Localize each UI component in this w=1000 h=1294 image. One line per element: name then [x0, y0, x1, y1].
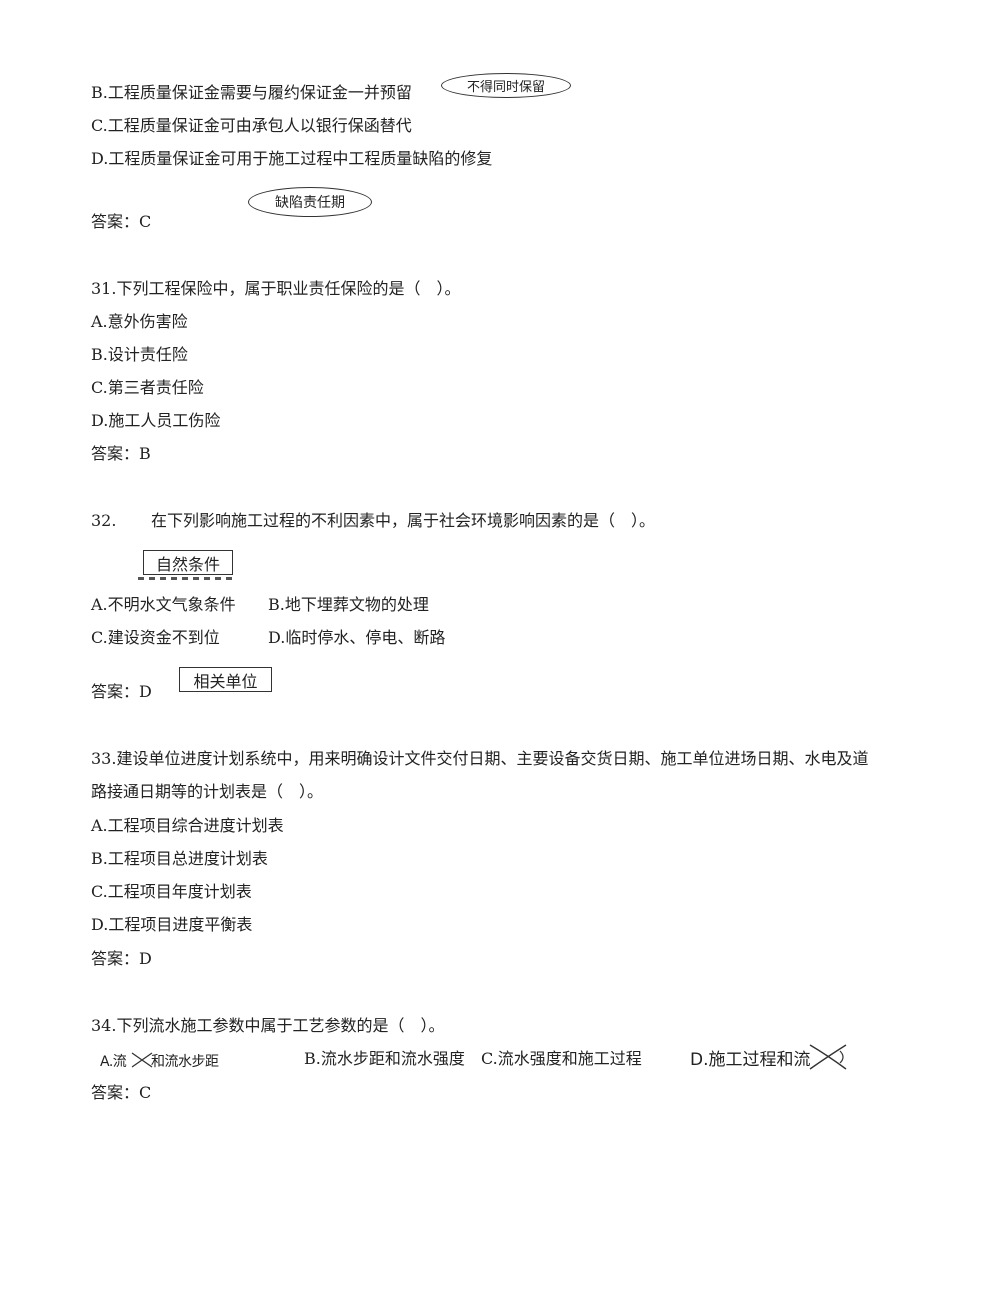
q30-option-b: B.工程质量保证金需要与履约保证金一并预留	[91, 83, 412, 102]
q34-option-a-left: A.流	[100, 1054, 127, 1070]
q30-note-b-oval: 不得同时保留	[441, 73, 571, 98]
q31-answer: 答案：B	[91, 444, 151, 463]
q32-note-answer-box: 相关单位	[179, 667, 272, 692]
q34-option-b: B.流水步距和流水强度	[304, 1049, 465, 1068]
q31-option-c: C.第三者责任险	[91, 378, 204, 397]
q30-option-c: C.工程质量保证金可由承包人以银行保函替代	[91, 116, 412, 135]
q34-answer: 答案：C	[91, 1083, 152, 1102]
q32-option-c: C.建设资金不到位	[91, 628, 220, 647]
q32-note-top-box: 自然条件	[143, 550, 233, 575]
q32-option-a: A.不明水文气象条件	[91, 595, 236, 614]
q30-option-d: D.工程质量保证金可用于施工过程中工程质量缺陷的修复	[91, 149, 493, 168]
q33-option-c: C.工程项目年度计划表	[91, 882, 252, 901]
q32-clipped-text-remnant	[138, 577, 236, 580]
q33-stem-line2: 路接通日期等的计划表是（ ）。	[91, 782, 324, 801]
q32-answer: 答案：D	[91, 682, 152, 701]
q34-option-d: D.施工过程和流	[690, 1050, 811, 1070]
q33-stem-line1: 33.建设单位进度计划系统中，用来明确设计文件交付日期、主要设备交货日期、施工单…	[91, 749, 869, 768]
q30-note-answer-oval: 缺陷责任期	[248, 187, 372, 217]
q30-answer: 答案：C	[91, 212, 152, 231]
q31-stem: 31.下列工程保险中，属于职业责任保险的是（ ）。	[91, 279, 461, 298]
q33-option-a: A.工程项目综合进度计划表	[91, 816, 284, 835]
q34-option-a-cross-icon	[131, 1052, 153, 1068]
q34-stem: 34.下列流水施工参数中属于工艺参数的是（ ）。	[91, 1016, 445, 1035]
q31-option-d: D.施工人员工伤险	[91, 411, 221, 430]
q34-option-a-right: 和流水步距	[151, 1054, 219, 1070]
q32-option-d: D.临时停水、停电、断路	[268, 628, 446, 647]
q33-option-b: B.工程项目总进度计划表	[91, 849, 268, 868]
q32-stem: 在下列影响施工过程的不利因素中，属于社会环境影响因素的是（ ）。	[151, 511, 656, 530]
q34-option-c: C.流水强度和施工过程	[481, 1049, 642, 1068]
q32-number: 32.	[91, 511, 117, 530]
q32-option-b: B.地下埋葬文物的处理	[268, 595, 429, 614]
q31-option-b: B.设计责任险	[91, 345, 188, 364]
q33-answer: 答案：D	[91, 949, 152, 968]
q33-option-d: D.工程项目进度平衡表	[91, 915, 253, 934]
q34-option-d-cross-icon	[809, 1044, 847, 1070]
q31-option-a: A.意外伤害险	[91, 312, 188, 331]
